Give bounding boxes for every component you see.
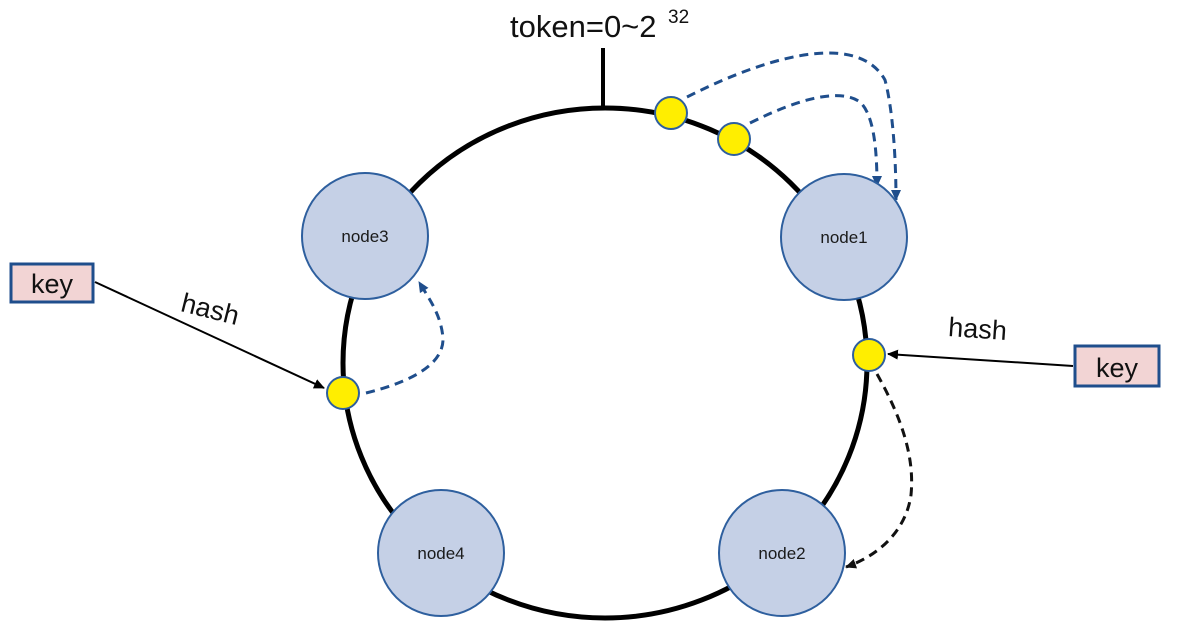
node4: node4: [377, 489, 505, 617]
node3-label: node3: [341, 227, 388, 246]
node4-label: node4: [417, 544, 464, 563]
node1: node1: [780, 173, 908, 301]
right-key-hash-point: [852, 338, 886, 372]
node2-label: node2: [758, 544, 805, 563]
right-hash-label: hash: [947, 312, 1008, 346]
mapping-arrow-to-node2: [845, 373, 914, 569]
node1-label: node1: [820, 228, 867, 247]
mapping-arrow-to-node1-a: [686, 51, 901, 201]
mapping-arrow-to-node1-b: [749, 94, 882, 187]
left-key-hash-point: [326, 376, 360, 410]
title-superscript: 32: [668, 7, 689, 28]
right-key-box: key: [1073, 344, 1161, 388]
title-text: token=0~2: [510, 9, 657, 44]
virtual-point-1: [654, 96, 688, 130]
token-range-title: token=0~2 32: [510, 7, 689, 44]
left-key-label: key: [31, 269, 74, 299]
mapping-arrow-to-node3: [365, 281, 445, 395]
right-key-label: key: [1096, 353, 1139, 383]
left-hash-arrow: [94, 281, 325, 389]
right-hash-arrow: [887, 349, 1074, 367]
node3: node3: [301, 172, 429, 300]
virtual-point-2: [717, 122, 751, 156]
node2: node2: [718, 489, 846, 617]
left-key-box: key: [9, 262, 95, 304]
